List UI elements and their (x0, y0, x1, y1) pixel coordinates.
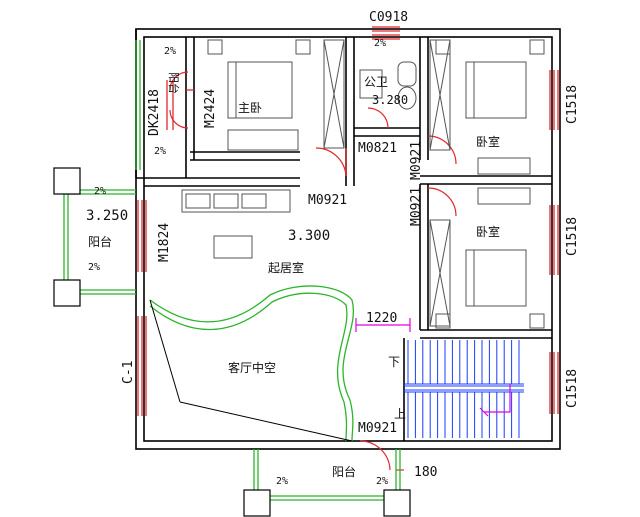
dimension-south-offset: 180 (414, 465, 437, 480)
labels: C0918 C1518 C1518 C1518 C-1 DK2418 M2424… (86, 10, 580, 487)
bed-2 (465, 249, 527, 307)
balcony-posts (53, 167, 411, 517)
furniture (181, 39, 545, 329)
void-outline (149, 299, 353, 442)
label-door-bed1-b: M0921 (409, 187, 424, 226)
label-window-right-3: C1518 (565, 369, 580, 408)
slope-2: 2% (154, 146, 166, 157)
label-window-right-2: C1518 (565, 217, 580, 256)
balcony-rails (63, 40, 401, 501)
level-living: 3.300 (288, 228, 330, 244)
label-window-right-1: C1518 (565, 85, 580, 124)
coffee-table (213, 235, 253, 259)
dimension-void-edge: 1220 (366, 311, 397, 326)
dimension-marks (355, 318, 511, 417)
room-balcony-south: 阳台 (332, 464, 356, 479)
room-void: 客厅中空 (228, 360, 276, 375)
slope-4: 2% (94, 186, 106, 197)
slope-5: 2% (88, 262, 100, 273)
slope-6: 2% (276, 476, 288, 487)
room-living: 起居室 (268, 260, 304, 275)
label-window-left: C-1 (121, 361, 136, 384)
label-door-master: M2424 (203, 89, 218, 128)
room-balcony-west: 阳台 (88, 234, 112, 249)
level-bathroom: 3.280 (372, 93, 408, 107)
door-swings (169, 71, 457, 471)
room-balcony-left-top: 阳台 (167, 72, 181, 94)
slope-3: 2% (374, 38, 386, 49)
stair-up-label: 上 (394, 407, 406, 421)
windows (137, 26, 559, 416)
room-bathroom: 公卫 (364, 75, 388, 89)
room-bedroom-2: 卧室 (476, 224, 500, 239)
room-bedroom-1: 卧室 (476, 134, 500, 149)
label-door-bath: M0821 (358, 141, 397, 156)
label-door-master-bottom: M0921 (308, 193, 347, 208)
room-master-bedroom: 主卧 (238, 101, 262, 115)
level-west-balcony: 3.250 (86, 208, 128, 224)
slope-7: 2% (376, 476, 388, 487)
master-bed (227, 61, 293, 119)
staircase[interactable] (404, 340, 524, 438)
label-door-dk: DK2418 (147, 89, 162, 136)
label-door-bed1-a: M0921 (409, 141, 424, 180)
sofa (181, 189, 291, 213)
label-window-top: C0918 (369, 10, 408, 25)
slope-1: 2% (164, 46, 176, 57)
bed-1 (465, 61, 527, 119)
label-door-living-left: M1824 (157, 223, 172, 262)
stair-down-label: 下 (388, 355, 400, 369)
label-door-stair: M0921 (358, 421, 397, 436)
